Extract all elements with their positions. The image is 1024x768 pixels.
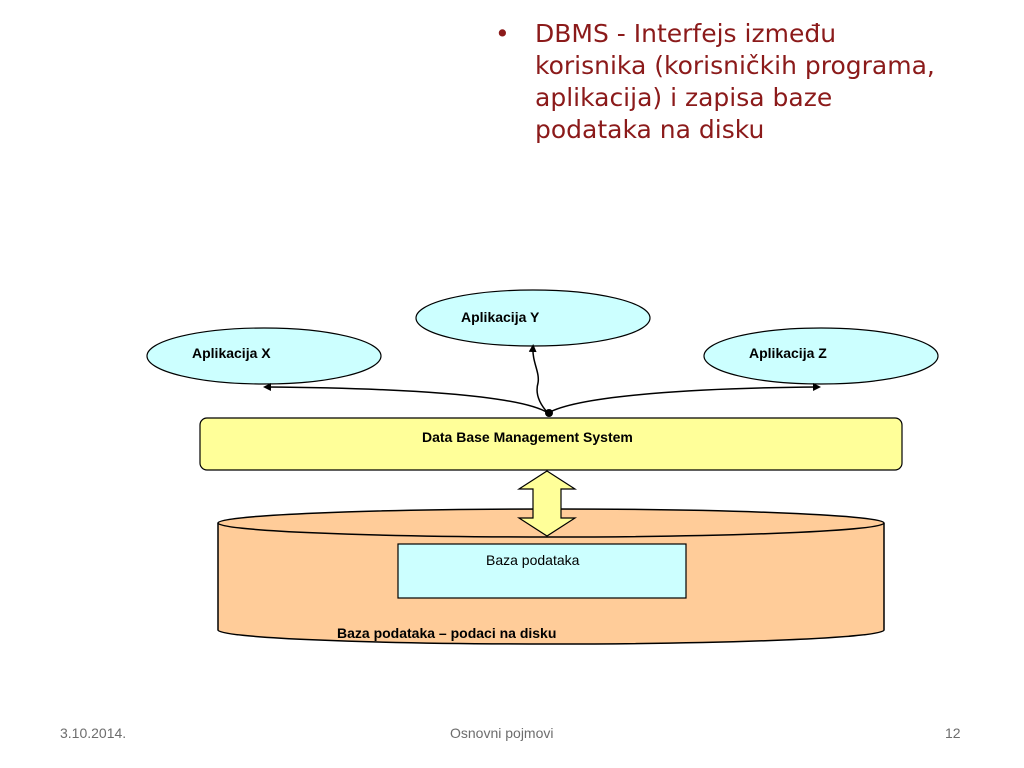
bullet-text: DBMS - Interfejs između korisnika (koris…: [535, 19, 935, 144]
app-z-label: Aplikacija Z: [749, 345, 827, 361]
dbms-label: Data Base Management System: [422, 429, 633, 445]
bullet-marker: •: [495, 19, 510, 48]
arrow-to-app-y: [528, 344, 549, 414]
arrow-to-app-z: [547, 383, 821, 414]
app-z-ellipse: [703, 327, 939, 385]
footer-title: Osnovni pojmovi: [450, 725, 554, 741]
disk-caption: Baza podataka – podaci na disku: [337, 625, 557, 641]
app-x-label: Aplikacija X: [192, 345, 271, 361]
footer-page-number: 12: [945, 725, 961, 741]
bullet-point: • DBMS - Interfejs između korisnika (kor…: [495, 18, 935, 146]
double-arrow: [516, 470, 578, 537]
database-box: [397, 543, 687, 599]
connector-hub: [545, 409, 553, 417]
arrow-to-app-x: [263, 383, 549, 414]
database-box-label: Baza podataka: [486, 552, 580, 568]
footer-date: 3.10.2014.: [60, 725, 127, 741]
dbms-box: [199, 417, 903, 471]
app-y-label: Aplikacija Y: [461, 309, 540, 325]
